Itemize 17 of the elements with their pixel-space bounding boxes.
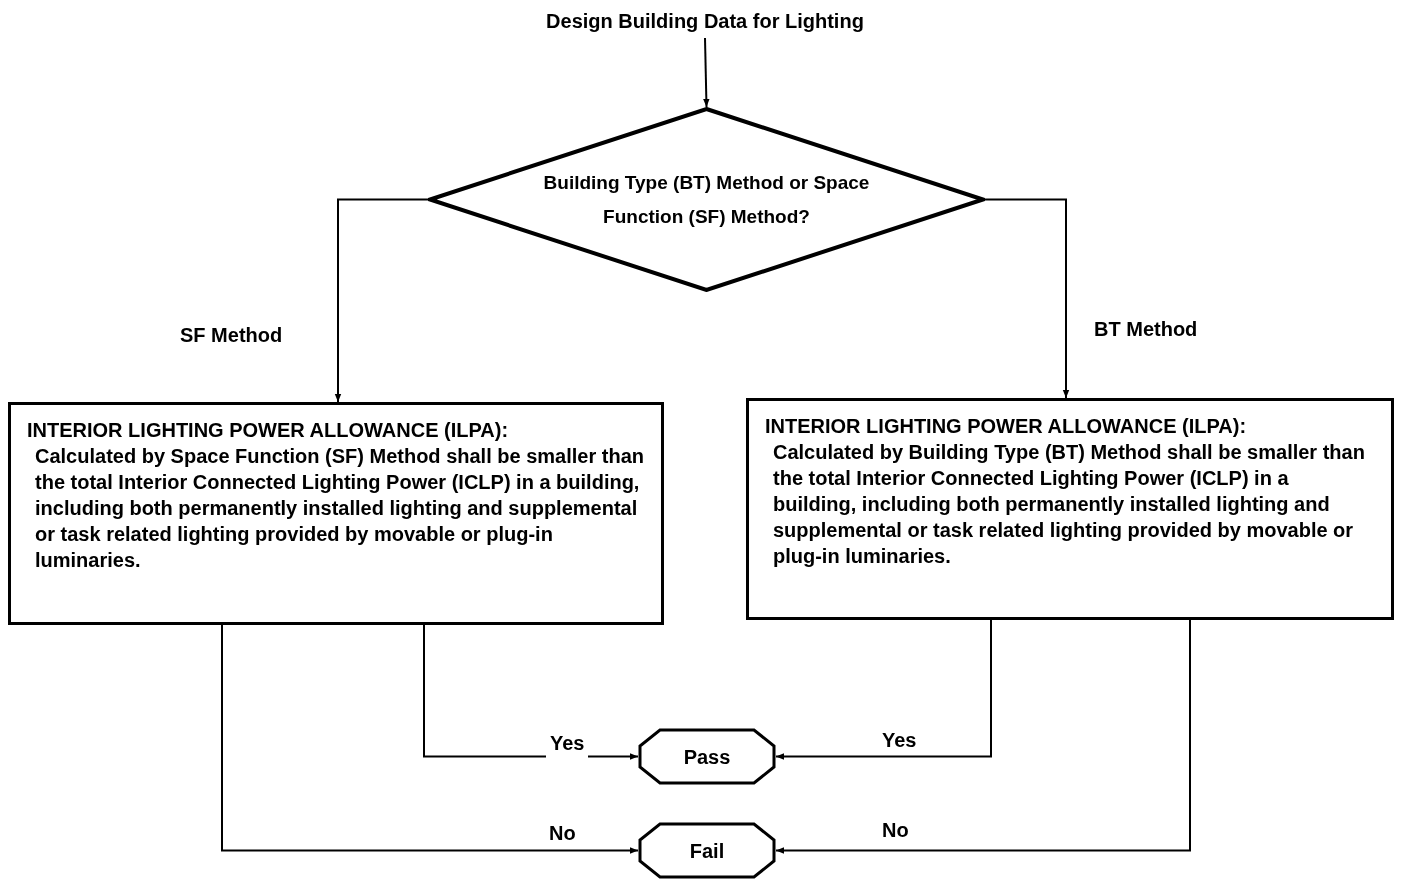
process-box <box>746 398 1394 620</box>
arrow <box>423 624 639 760</box>
arrow <box>221 624 639 854</box>
arrow <box>984 198 1070 399</box>
decision-text: Building Type (BT) Method or Space Function (SF) Method? <box>542 170 871 229</box>
arrow <box>334 198 429 403</box>
terminal-text: Pass <box>683 744 731 770</box>
arrow <box>775 619 992 760</box>
box-text: Calculated by Building Type (BT) Method shall be smaller than the total Interior Connected Lighting Power (ICLP) in a building, including both permanently installed lighting and supplemental or task related lighting provided by movable or plug-in luminaries. <box>773 440 1366 569</box>
start-label: Design Building Data for Lighting <box>546 9 864 34</box>
process-box <box>8 402 664 625</box>
terminal-text: Fail <box>689 838 725 864</box>
arrow <box>703 37 710 108</box>
box-heading: INTERIOR LIGHTING POWER ALLOWANCE (ILPA): <box>765 414 1248 439</box>
arrow <box>775 619 1191 854</box>
box-text: Calculated by Space Function (SF) Method shall be smaller than the total Interior Connected Lighting Power (ICLP) in a building, including both permanently installed lighting and supplemental or task related lighting provided by movable or plug-in luminaries. <box>35 444 645 573</box>
box-heading: INTERIOR LIGHTING POWER ALLOWANCE (ILPA): <box>27 418 510 443</box>
